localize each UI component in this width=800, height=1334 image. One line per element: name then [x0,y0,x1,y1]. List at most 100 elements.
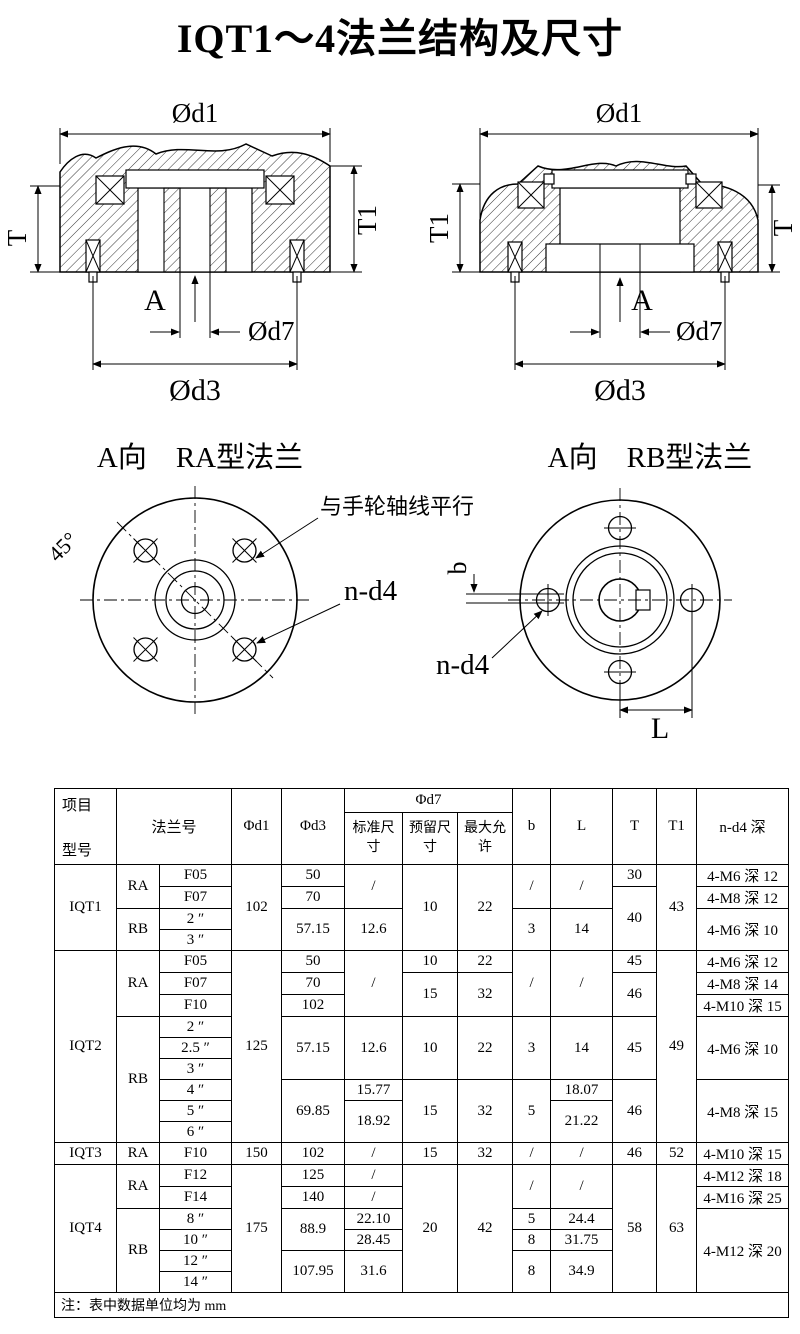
ra-nd4-label: n-d4 [344,575,398,607]
rb-d3-label: Ød3 [594,374,646,407]
table-cell: F10 [158,994,233,1017]
rb-cap-tab-left [543,173,555,185]
table-cell: F05 [158,864,233,887]
ra-d1-label: Ød1 [172,98,219,128]
header-d3: Φd3 [281,788,346,865]
rb-dim-d7: Ød7 [570,272,723,346]
table-cell: RB [116,1208,160,1293]
page-title: IQT1～4法兰结构及尺寸 [176,16,624,61]
table-cell: 3 ″ [158,1058,233,1080]
rb-dim-t: T [758,184,798,273]
ra-cap [125,169,265,189]
table-cell: 3 [512,908,552,951]
header-d7-max: 最大允许 [457,812,514,865]
table-cell: 2 ″ [158,908,233,930]
header-l: L [550,788,614,865]
table-cell: / [512,1164,552,1209]
table-footnote: 注：表中数据单位均为 mm [53,1292,790,1318]
table-cell: RA [116,1164,160,1209]
table-cell: 63 [656,1164,698,1293]
ra-dim-d3: Ød3 [92,276,298,407]
table-cell: F07 [158,886,233,909]
table-cell: / [344,1186,404,1209]
table-cell: 4-M6 深 10 [696,1016,790,1080]
header-d1: Φd1 [231,788,283,865]
rb-bolt-holes [535,515,705,685]
table-cell: 140 [281,1186,346,1209]
table-cell: RA [116,1142,160,1165]
table-cell: F07 [158,972,233,995]
header-d7: Φd7 [344,788,514,813]
table-cell: F10 [158,1142,233,1165]
table-cell: 22 [457,950,514,973]
table-cell: 20 [402,1164,459,1293]
table-cell: 12 ″ [158,1250,233,1272]
ra-angle-label: 45° [43,527,82,566]
ra-section-drawing: Ød1 T T1 A Ød7 Ød3 [2,98,382,407]
rb-b-dim: b [443,562,564,604]
table-cell: RA [116,864,160,909]
table-cell: 4-M6 深 12 [696,864,790,887]
dimensions-table: 项目 型号 法兰号 Φd1 Φd3 Φd7 b L T T1 n-d4 深 标准… [53,788,790,1318]
table-cell: 4-M16 深 25 [696,1186,790,1209]
table-cell: 5 ″ [158,1100,233,1122]
table-cell: 4-M6 深 12 [696,950,790,973]
table-cell: 12.6 [344,908,404,951]
ra-parallel-note: 与手轮轴线平行 [255,494,474,559]
ra-bolt-right [289,239,305,283]
table-cell: 102 [281,1142,346,1165]
table-cell: / [512,864,552,909]
header-d7-reserved: 预留尺寸 [402,812,459,865]
table-cell: 2 ″ [158,1016,233,1038]
table-cell: / [344,1164,404,1187]
header-d7-standard: 标准尺寸 [344,812,404,865]
ra-bolt-holes [133,538,257,662]
ra-t1-label: T1 [352,205,382,235]
table-row: 3 ″ [55,929,789,951]
table-cell: 18.92 [344,1100,404,1143]
ra-face-title: A向 RA型法兰 [96,442,304,474]
rb-dim-d3: Ød3 [514,276,726,407]
table-cell: 10 [402,1016,459,1080]
table-cell: F14 [158,1186,233,1209]
table-cell: 45 [612,1016,658,1080]
ra-dim-d7: Ød7 [150,272,295,346]
table-cell: 46 [612,1142,658,1165]
table-cell: 45 [612,950,658,973]
table-cell: 4-M8 深 12 [696,886,790,909]
ra-dim-d1: Ød1 [59,98,331,164]
ra-bearing-right [265,175,295,205]
table-cell: 32 [457,1142,514,1165]
ra-t-label: T [2,229,32,246]
header-b: b [512,788,552,865]
table-cell: 15 [402,1079,459,1143]
rb-face-title: A向 RB型法兰 [547,442,753,474]
table-cell: 8 [512,1229,552,1251]
rb-view-a: A [616,277,653,322]
ra-dim-t: T [2,185,60,273]
table-footer: 注：表中数据单位均为 mm [53,1292,790,1318]
table-cell: 5 [512,1208,552,1230]
table-header: 项目 型号 法兰号 Φd1 Φd3 Φd7 b L T T1 n-d4 深 标准… [54,788,790,865]
table-cell: F12 [158,1164,233,1187]
table-cell: RA [116,950,160,1017]
table-cell: 42 [457,1164,514,1293]
table-cell: 46 [612,1079,658,1143]
rb-b-label: b [443,562,472,575]
table-cell: 31.6 [344,1250,404,1293]
rb-nd4-callout: n-d4 [436,610,543,681]
table-cell: 102 [281,994,346,1017]
rb-section-drawing: Ød1 T1 T A Ød7 Ød3 [424,98,798,407]
rb-l-dim: L [619,616,693,745]
table-cell: / [344,950,404,1017]
header-nd4: n-d4 深 [696,788,790,865]
table-cell: / [512,1142,552,1165]
